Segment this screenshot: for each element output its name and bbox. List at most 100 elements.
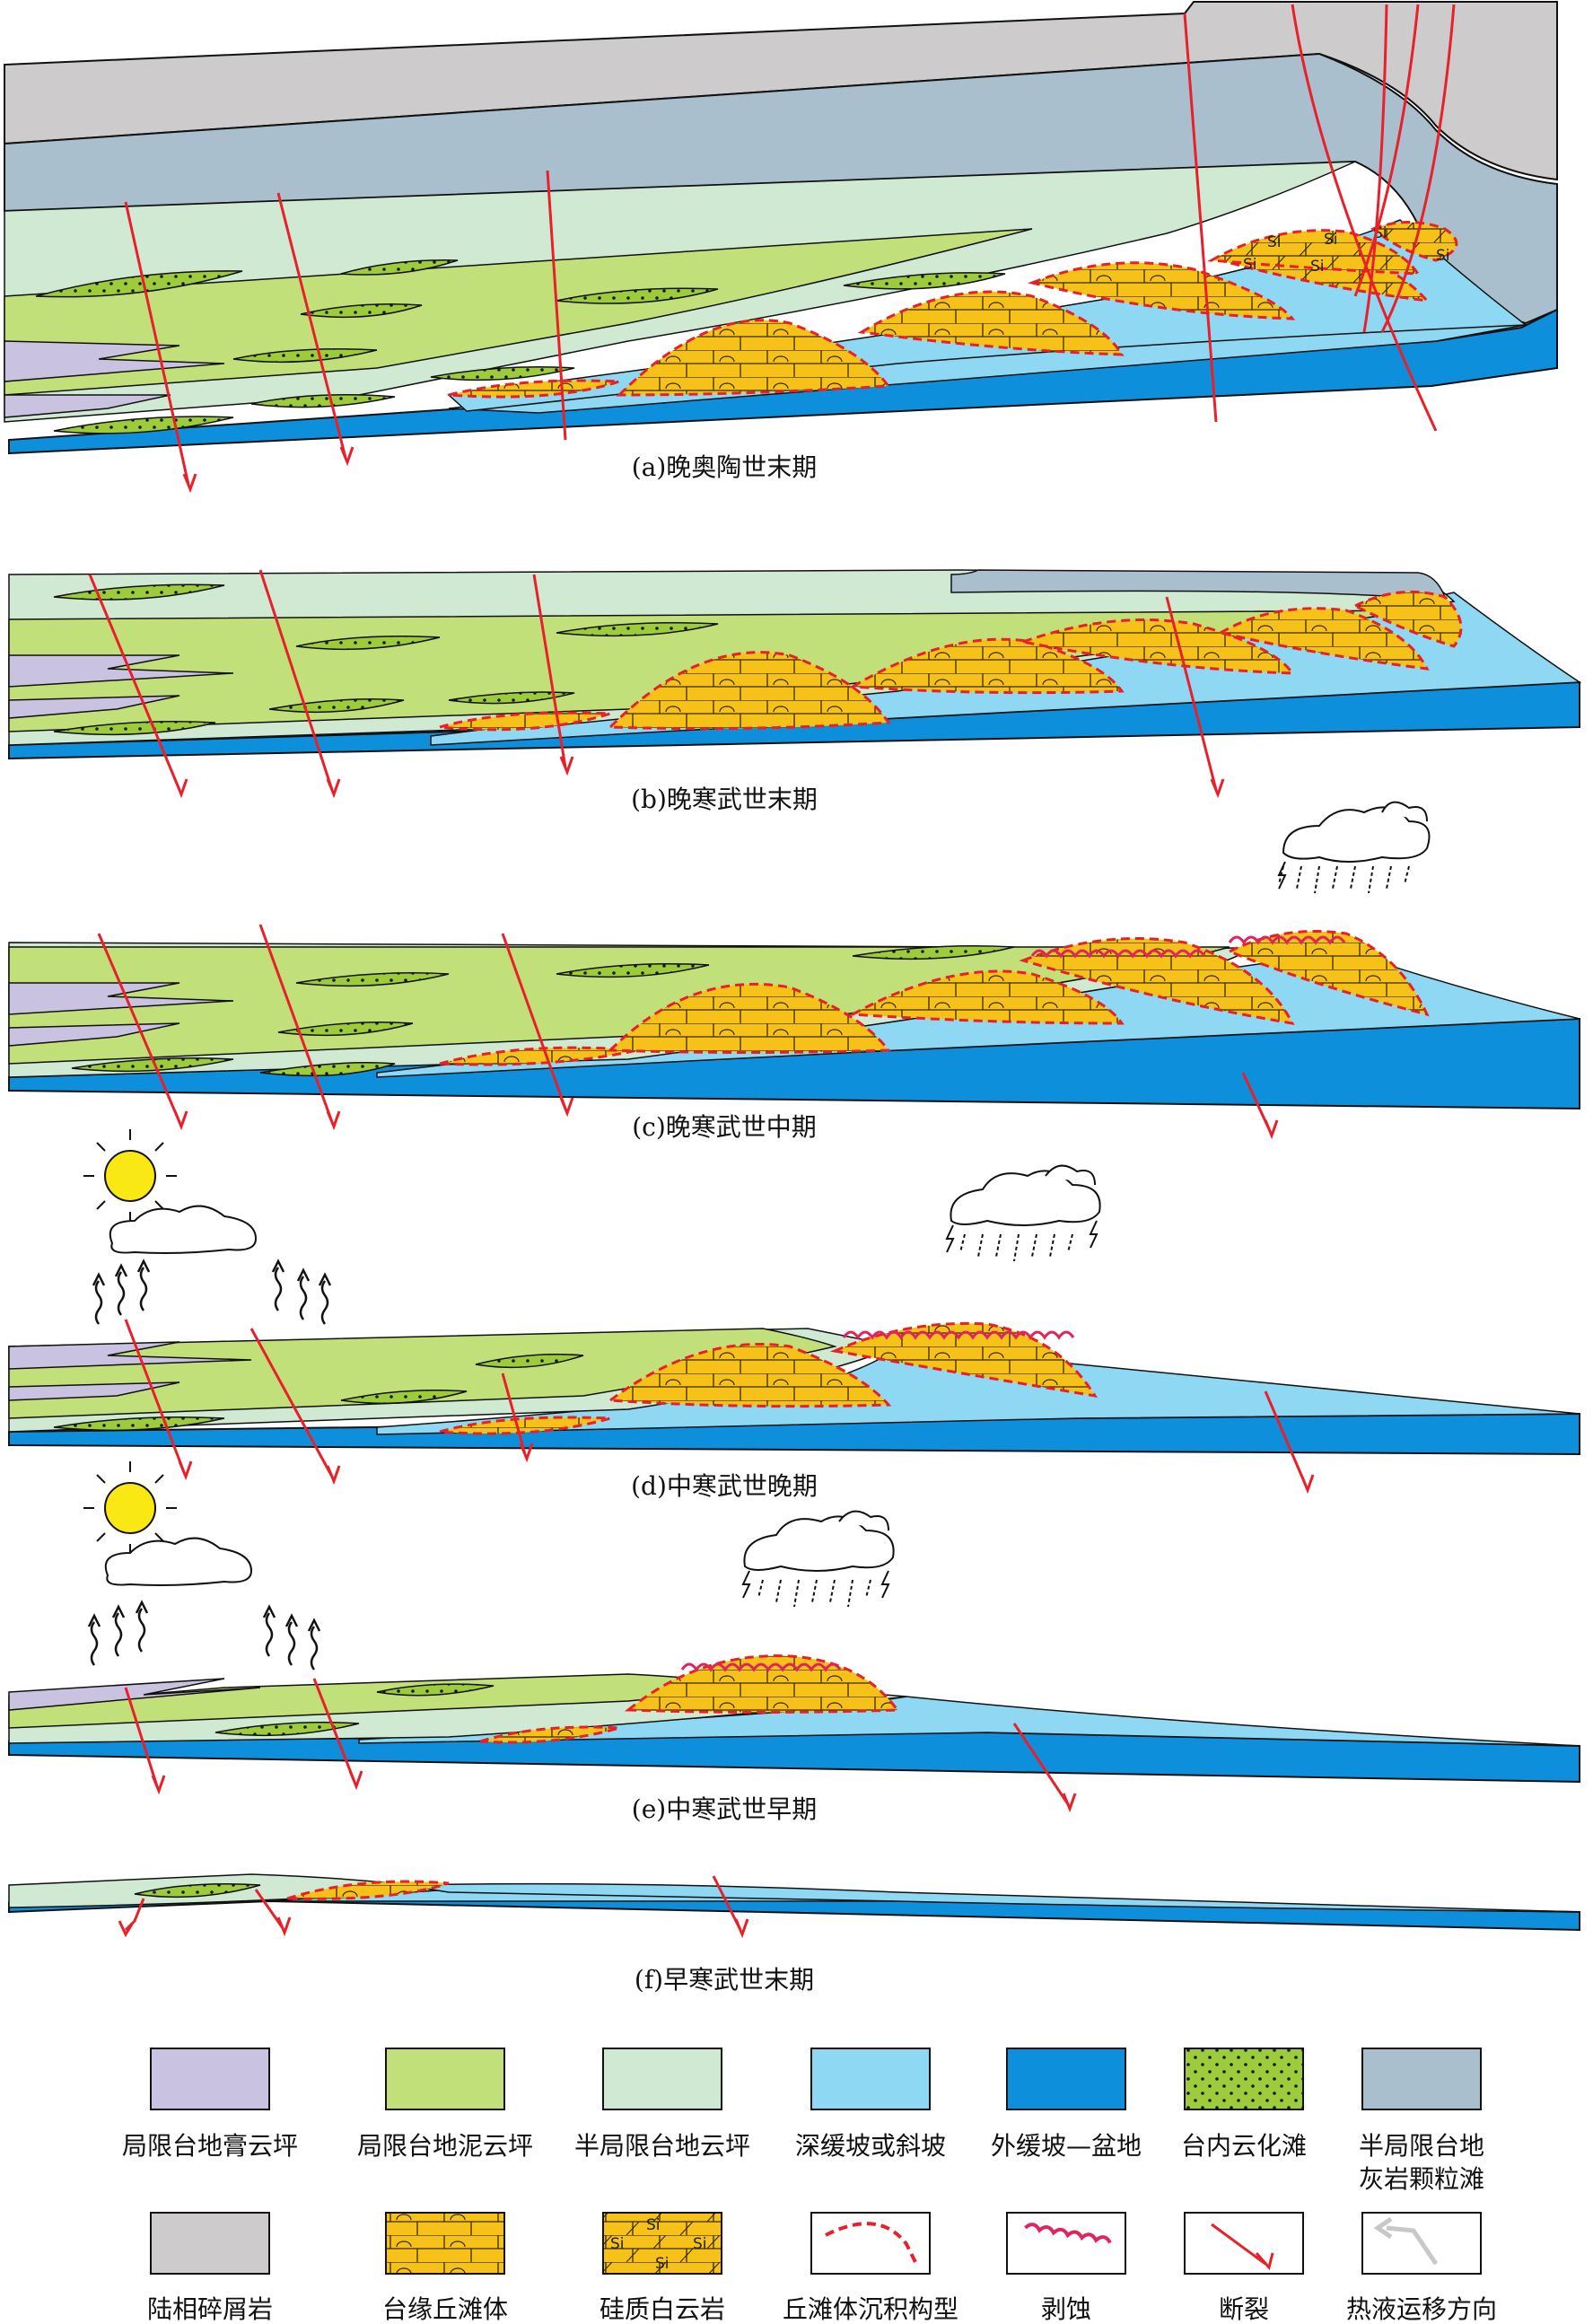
legend-label: 断裂: [1219, 2294, 1269, 2324]
legend-swatch: [1006, 2212, 1126, 2275]
faults: [124, 1678, 1077, 1813]
si-label: Si: [1267, 233, 1282, 251]
legend-label: 半局限台地: [1359, 2131, 1484, 2161]
panel-e: (e)中寒武世早期: [8, 1461, 1580, 1824]
mound-shoal-bodies: [439, 930, 1430, 1066]
fluid-arrow-icon: [1386, 2225, 1439, 2266]
legend-item-mound-shoal: 台缘丘滩体: [382, 2212, 508, 2324]
panel-b: (b)晚寒武世末期: [8, 569, 1582, 814]
caption-c: (c)晚寒武世中期: [632, 1112, 817, 1142]
shoal-lenses: [214, 1683, 495, 1737]
legend-label: 台缘丘滩体: [382, 2294, 508, 2324]
panel-c: (c)晚寒武世中期: [8, 801, 1580, 1142]
shoal-lenses: [134, 1883, 261, 1899]
legend-swatch: [810, 2212, 931, 2275]
erosion-surfaces: [842, 1330, 1075, 1340]
legend-label-line2: 灰岩颗粒滩: [1359, 2164, 1484, 2194]
legend-item-outer-basin: 外缓坡—盆地: [991, 2048, 1142, 2161]
legend-swatch: [810, 2048, 931, 2110]
legend-label: 台内云化滩: [1181, 2131, 1307, 2161]
cloud-icon: [109, 1205, 258, 1254]
legend-swatch: [602, 2048, 722, 2110]
mound-shoal-bodies: [479, 1654, 900, 1744]
legend-swatch: [1184, 2048, 1304, 2110]
deep-slope-main: [403, 1882, 1580, 1913]
legend-swatch: [1184, 2212, 1304, 2275]
si-label: Si: [646, 2216, 661, 2234]
storm-cloud-icon: [945, 1164, 1101, 1262]
erosion-surfaces: [1030, 935, 1346, 959]
si-label: Si: [693, 2235, 707, 2253]
hydrothermal-arrows: [92, 1258, 332, 1325]
legend-label: 热液运移方向: [1346, 2294, 1497, 2324]
legend-swatch: [150, 2212, 270, 2275]
faults: [124, 4, 1456, 494]
storm-cloud-icon: [1277, 801, 1431, 894]
si-label: Si: [1243, 256, 1257, 274]
caption-d: (d)中寒武世晚期: [631, 1471, 818, 1501]
legend-label: 剥蚀: [1041, 2294, 1091, 2324]
legend-item-mud-dolomite: 局限台地泥云坪: [357, 2048, 533, 2161]
legend-item-architecture: 丘滩体沉积构型: [783, 2212, 958, 2324]
fluid-arrowhead-icon: [1373, 2216, 1393, 2240]
legend-label: 丘滩体沉积构型: [783, 2294, 958, 2324]
legend-label: 深缓坡或斜坡: [795, 2131, 946, 2161]
sun-icon: [83, 1461, 177, 1555]
caption-b: (b)晚寒武世末期: [631, 785, 818, 814]
gypsum-layer: [8, 1341, 252, 1401]
legend-swatch: [150, 2048, 270, 2110]
caption-e: (e)中寒武世早期: [632, 1794, 817, 1824]
shoal-lenses: [53, 1354, 584, 1432]
legend-item-grain-shoal: 半局限台地 灰岩颗粒滩: [1359, 2048, 1484, 2194]
legend-swatch: [602, 2212, 722, 2275]
gypsum-layer: [8, 654, 234, 719]
sun-icon: [83, 1129, 177, 1223]
erosion-surfaces: [680, 1662, 842, 1672]
faults: [88, 569, 1225, 799]
legend-item-fault: 断裂: [1184, 2212, 1304, 2324]
gypsum-layer: [8, 982, 234, 1047]
legend-item-gypsum: 局限台地膏云坪: [122, 2048, 298, 2161]
caption-f: (f)早寒武世末期: [635, 1965, 814, 1995]
faults: [124, 1319, 1315, 1495]
faults: [97, 924, 1279, 1140]
hydrothermal-arrows: [87, 1600, 321, 1671]
shoal-lenses: [35, 259, 1006, 434]
outer-basin-layer: [8, 308, 1558, 455]
legend-label: 局限台地膏云坪: [122, 2131, 298, 2161]
storm-cloud-icon: [741, 1510, 895, 1608]
legend-item-deep-slope: 深缓坡或斜坡: [795, 2048, 946, 2161]
legend-item-erosion: 剥蚀: [1006, 2212, 1126, 2324]
panel-d: (d)中寒武世晚期: [8, 1129, 1580, 1501]
panel-a: Si Si Si Si Si Si (a)晚奥陶世末期: [4, 1, 1558, 494]
legend-label: 硅质白云岩: [600, 2294, 725, 2324]
legend-swatch: [385, 2212, 505, 2275]
legend: 局限台地膏云坪 局限台地泥云坪 半局限台地云坪 深缓坡或斜坡 外缓坡—盆地 台内…: [122, 2048, 1497, 2324]
caption-a: (a)晚奥陶世末期: [632, 452, 818, 482]
fault-icon: [1211, 2223, 1274, 2271]
clastic-layer: [4, 1, 1558, 181]
erosion-wave-icon: [1024, 2223, 1112, 2244]
legend-label: 外缓坡—盆地: [991, 2131, 1142, 2161]
legend-item-dolomitized-shoal: 台内云化滩: [1181, 2048, 1307, 2161]
si-label: Si: [655, 2255, 670, 2273]
legend-item-semi-dolomite: 半局限台地云坪: [574, 2048, 750, 2161]
legend-item-clastic: 陆相碎屑岩: [147, 2212, 273, 2324]
legend-label: 局限台地泥云坪: [357, 2131, 533, 2161]
mound-shoal-bodies: [286, 1880, 450, 1900]
legend-label: 半局限台地云坪: [574, 2131, 750, 2161]
si-label: Si: [1310, 258, 1325, 276]
si-label: Si: [610, 2235, 625, 2253]
legend-swatch: [1006, 2048, 1126, 2110]
panel-f: (f)早寒武世末期: [8, 1873, 1580, 1995]
mound-shoal-bodies: [439, 590, 1463, 732]
legend-item-fluid: 热液运移方向: [1346, 2212, 1497, 2324]
legend-label: 陆相碎屑岩: [147, 2294, 273, 2324]
legend-swatch: [385, 2048, 505, 2110]
gypsum-layer: [8, 1678, 261, 1711]
grain-shoal-layer: [4, 52, 1558, 325]
shoal-lenses: [71, 945, 1015, 1077]
legend-item-siliceous: Si Si Si Si 硅质白云岩: [600, 2212, 725, 2324]
faults: [118, 1875, 749, 1939]
